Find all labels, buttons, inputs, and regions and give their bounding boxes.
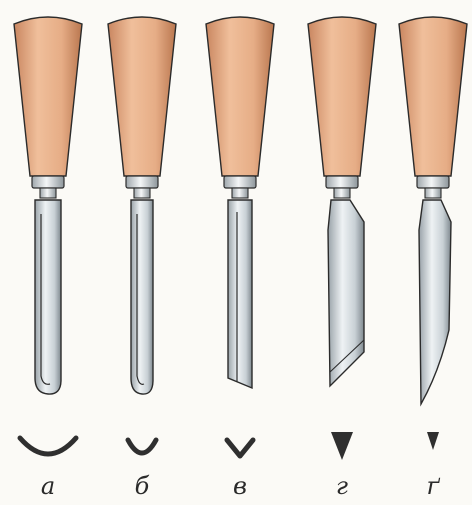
profile-v-shape — [227, 440, 253, 456]
tool-gouge-narrow — [108, 17, 176, 453]
tool-gouge-wide — [14, 17, 82, 454]
neck — [334, 188, 350, 198]
profile-wide-arc — [20, 438, 76, 454]
blade — [131, 200, 153, 394]
neck — [134, 188, 150, 198]
profile-narrow-arc — [128, 440, 156, 453]
ferrule — [224, 176, 256, 188]
handle — [206, 17, 274, 176]
profile-large-triangle — [331, 432, 353, 460]
tool-v-tool — [206, 17, 274, 456]
ferrule — [32, 176, 64, 188]
label-v: в — [220, 472, 260, 500]
profile-small-triangle — [427, 432, 439, 450]
ferrule — [417, 176, 449, 188]
neck — [40, 188, 56, 198]
neck — [425, 188, 441, 198]
label-g-accent: ґ — [413, 472, 453, 500]
blade — [228, 200, 252, 388]
handle — [308, 17, 376, 176]
blade — [419, 200, 451, 404]
neck — [232, 188, 248, 198]
handle — [399, 17, 467, 176]
label-g: г — [322, 472, 362, 500]
blade — [35, 200, 61, 394]
ferrule — [126, 176, 158, 188]
tool-knife-chisel — [399, 17, 467, 450]
ferrule — [326, 176, 358, 188]
label-b: б — [122, 472, 162, 500]
tool-skew-chisel — [308, 17, 376, 460]
handle — [108, 17, 176, 176]
handle — [14, 17, 82, 176]
label-a: а — [28, 472, 68, 500]
blade — [328, 200, 364, 386]
